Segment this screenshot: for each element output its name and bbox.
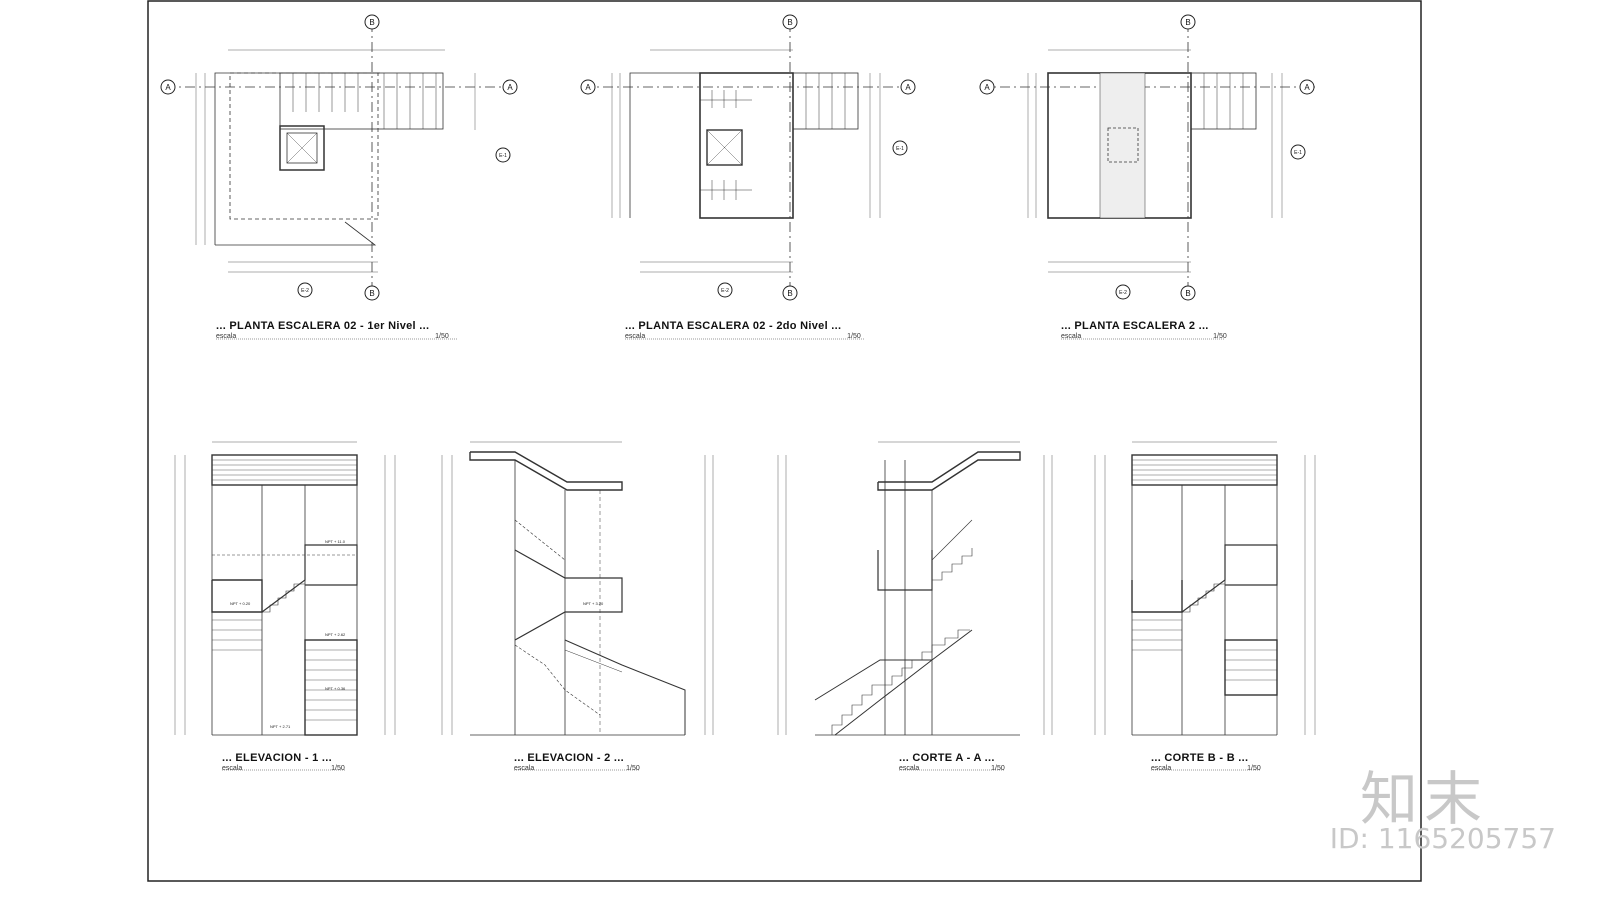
plan-2-scale: escala 1/50 (625, 333, 861, 340)
section-a-title: ... CORTE A - A ... (899, 752, 995, 764)
section-b-scale-value: 1/50 (1247, 765, 1261, 772)
plan-2-drawing (583, 22, 910, 290)
watermark-id: ID: 1165205757 (1329, 822, 1556, 855)
plan-1-drawing (165, 22, 515, 290)
plan-3-scale-value: 1/50 (1213, 333, 1227, 340)
elevation-1-title: ... ELEVACION - 1 ... (222, 752, 332, 764)
plan-2-scale-value: 1/50 (847, 333, 861, 340)
plan-3-title: ... PLANTA ESCALERA 2 ... (1061, 320, 1209, 332)
plan-3-scale: escala 1/50 (1061, 333, 1227, 340)
plan-1-scale-value: 1/50 (435, 333, 449, 340)
elevation-2-title: ... ELEVACION - 2 ... (514, 752, 624, 764)
plan-2-scale-label: escala (625, 333, 646, 340)
section-b-scale: escala 1/50 (1151, 765, 1261, 772)
elevation-1-drawing (174, 441, 396, 736)
elevation-1-scale: escala 1/50 (222, 765, 345, 772)
plan-1-title: ... PLANTA ESCALERA 02 - 1er Nivel ... (216, 320, 430, 332)
title-underlines (216, 338, 1260, 771)
section-b-title: ... CORTE B - B ... (1151, 752, 1249, 764)
plan-1-scale-label: escala (216, 333, 237, 340)
section-b-drawing (1094, 441, 1316, 736)
plan-3-scale-label: escala (1061, 333, 1082, 340)
section-a-scale-label: escala (899, 765, 920, 772)
elevation-2-scale: escala 1/50 (514, 765, 640, 772)
section-a-scale-value: 1/50 (991, 765, 1005, 772)
elevation-2-scale-value: 1/50 (626, 765, 640, 772)
elevation-2-drawing (441, 441, 714, 736)
section-a-scale: escala 1/50 (899, 765, 1005, 772)
axis-markers (160, 14, 1315, 301)
sheet-border (147, 0, 1422, 882)
section-b-scale-label: escala (1151, 765, 1172, 772)
elevation-2-scale-label: escala (514, 765, 535, 772)
plan-1-scale: escala 1/50 (216, 333, 449, 340)
section-a-drawing (777, 441, 1053, 736)
elevation-1-scale-value: 1/50 (331, 765, 345, 772)
plan-2-title: ... PLANTA ESCALERA 02 - 2do Nivel ... (625, 320, 842, 332)
plan-3-drawing (980, 22, 1315, 290)
elevation-1-scale-label: escala (222, 765, 243, 772)
watermark-brand: 知末 (1359, 765, 1488, 833)
